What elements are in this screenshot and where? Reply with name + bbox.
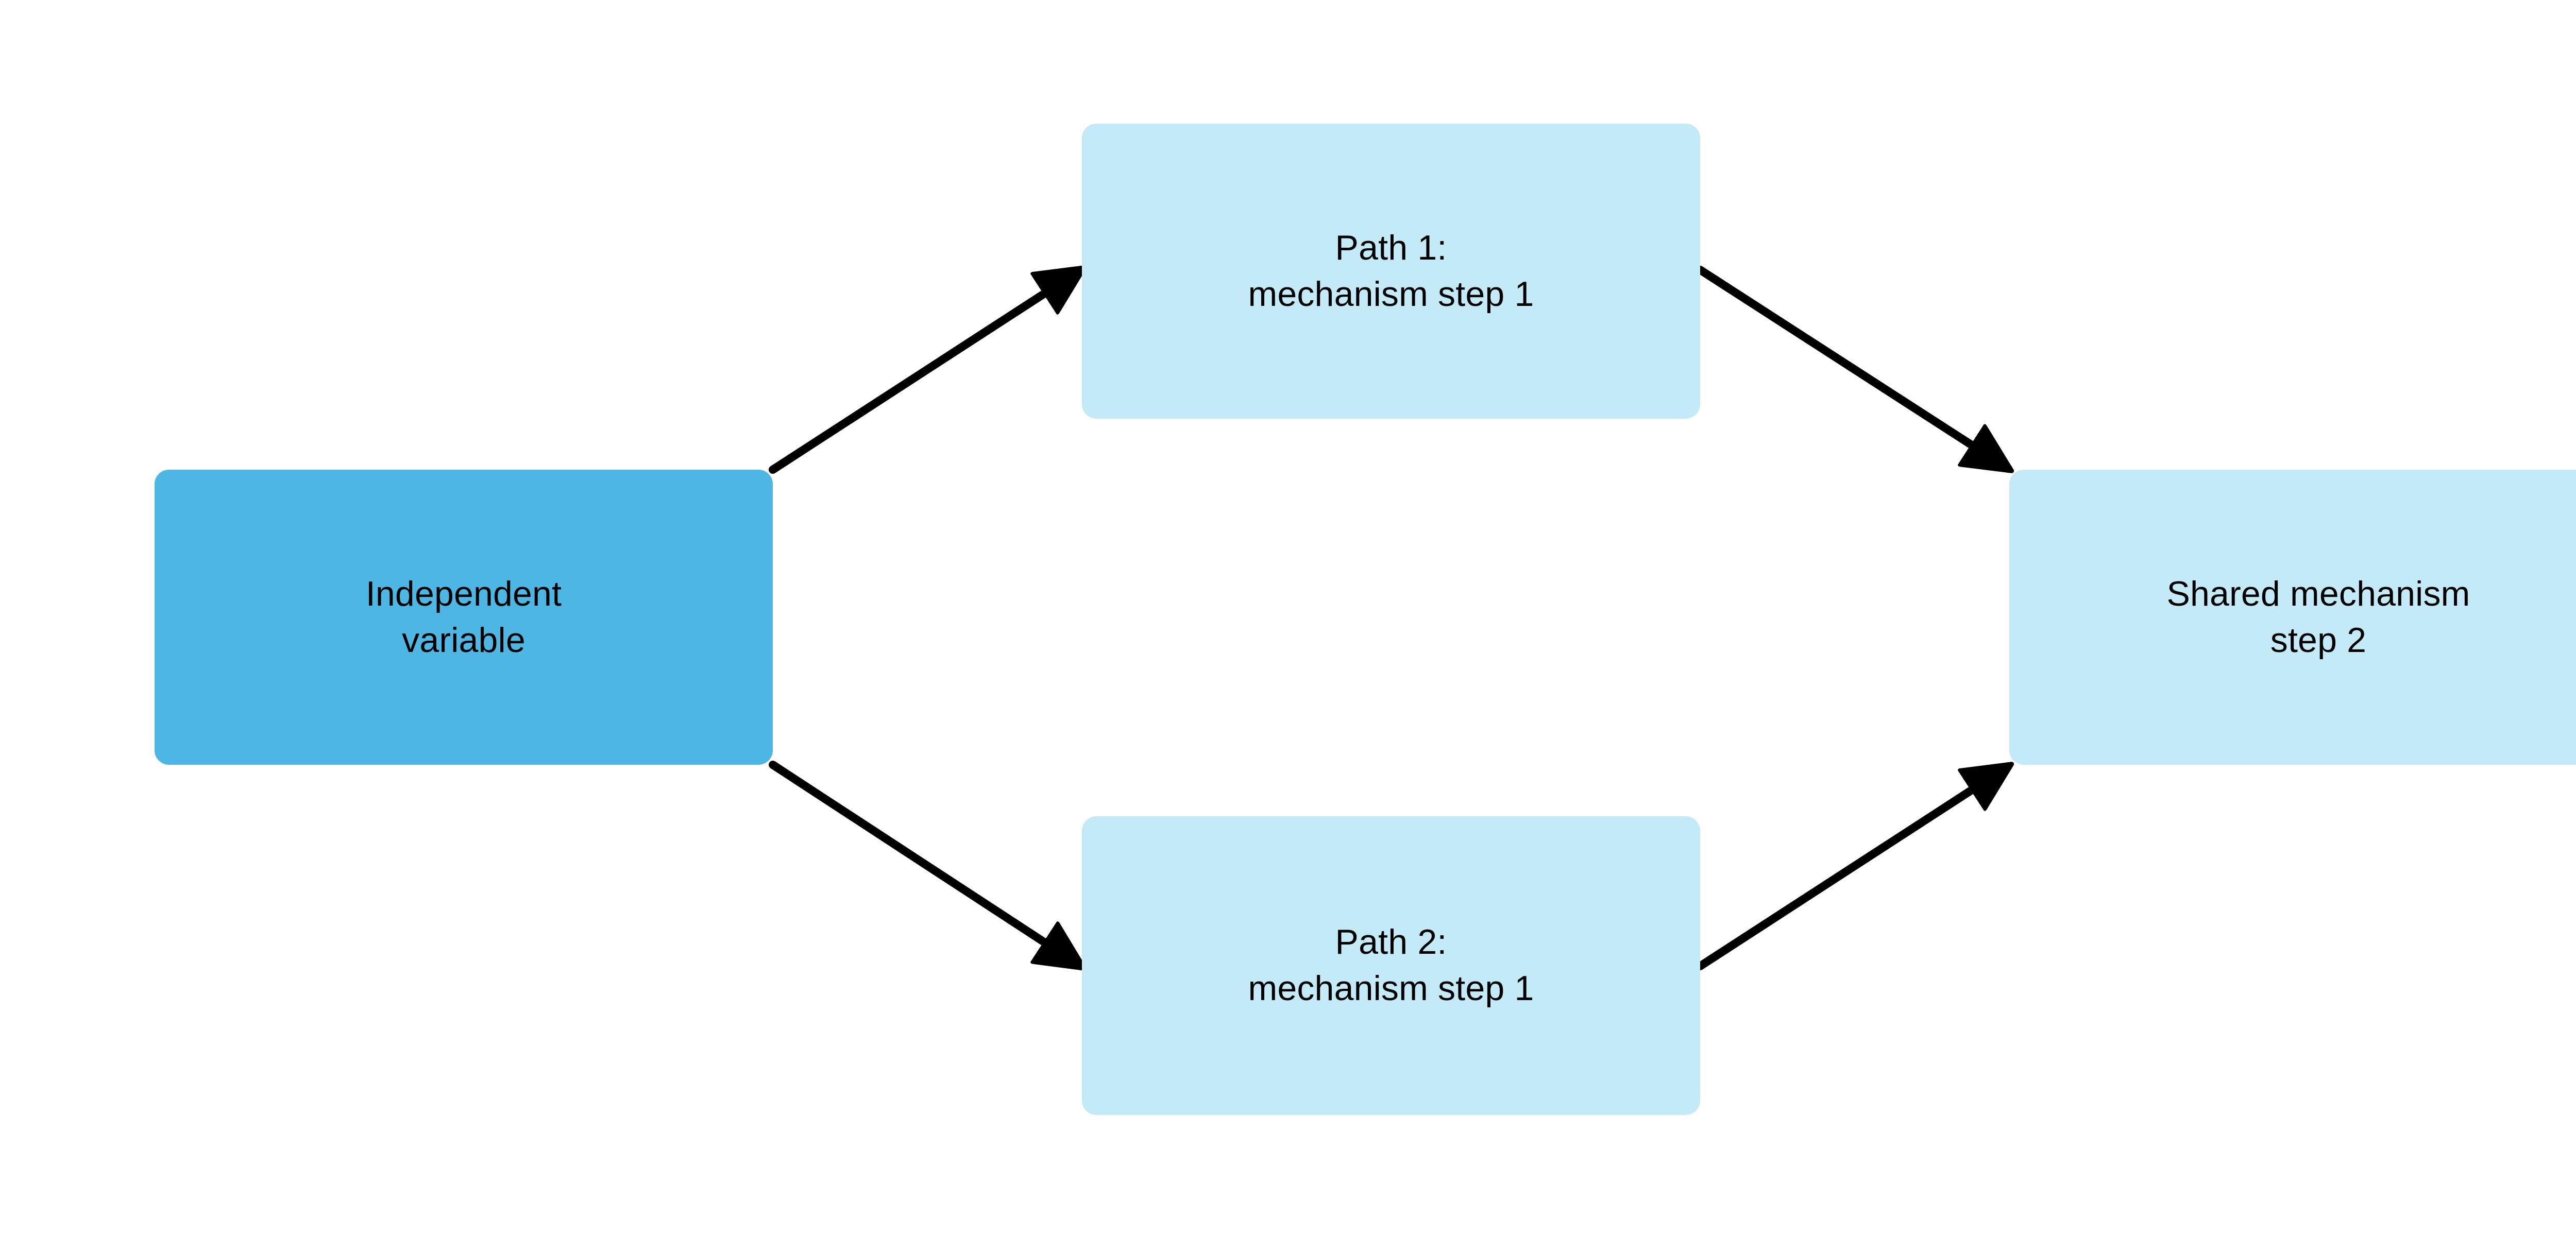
edge-path2-to-shared (1696, 766, 2008, 970)
edge-path1-to-shared (1696, 266, 2008, 469)
node-path-2-mechanism-step-1-label: Path 2: mechanism step 1 (1248, 922, 1534, 1008)
node-shared-mechanism-step-2[interactable]: Shared mechanism step 2 (2009, 470, 2576, 765)
node-independent-variable-label: Independent variable (365, 574, 562, 660)
edge-iv-to-path1 (769, 270, 1081, 474)
node-independent-variable[interactable]: Independent variable (155, 470, 773, 765)
node-shared-mechanism-step-2-label: Shared mechanism step 2 (2166, 574, 2470, 660)
node-path-1-mechanism-step-1[interactable]: Path 1: mechanism step 1 (1082, 124, 1700, 419)
edge-iv-to-path2 (769, 761, 1081, 966)
node-path-2-mechanism-step-1[interactable]: Path 2: mechanism step 1 (1082, 816, 1700, 1115)
node-path-1-mechanism-step-1-label: Path 1: mechanism step 1 (1248, 228, 1534, 314)
